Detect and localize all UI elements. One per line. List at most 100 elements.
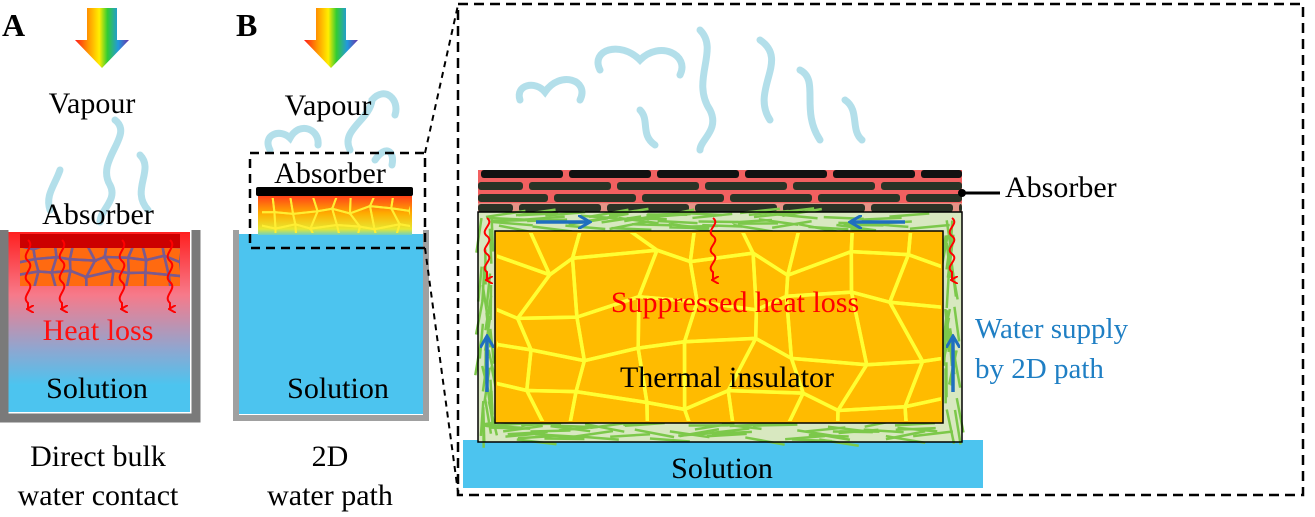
fiber <box>745 436 785 446</box>
detail-frame <box>456 2 1305 497</box>
zoom-connector-lines <box>424 4 459 493</box>
fiber <box>706 432 747 438</box>
absorber-brick <box>519 204 601 212</box>
solution-label-b: Solution <box>287 372 389 405</box>
fiber <box>946 242 954 278</box>
absorber-brick <box>617 182 699 190</box>
panel-b-label: B <box>236 7 257 43</box>
vapour-label: Vapour <box>49 87 136 120</box>
cell-wall <box>888 252 941 309</box>
fiber <box>885 430 926 441</box>
cell-wall <box>335 223 362 233</box>
fiber <box>678 431 719 437</box>
fiber <box>631 223 672 227</box>
fiber <box>492 220 533 227</box>
absorber-brick <box>959 204 962 212</box>
fiber <box>895 426 936 431</box>
absorber-brick <box>906 194 962 202</box>
cell-wall <box>143 271 172 286</box>
absorber-label: Absorber <box>274 157 386 190</box>
cell-wall <box>262 224 277 233</box>
cell-wall <box>682 388 735 421</box>
heat-arrow <box>58 239 65 309</box>
cell-wall <box>787 391 840 421</box>
fiber <box>588 212 629 222</box>
fiber <box>861 216 902 221</box>
absorber-brick <box>705 182 787 190</box>
fiber <box>634 428 675 439</box>
thermal-insulator-block <box>494 230 944 424</box>
fiber <box>505 431 546 438</box>
absorber-brick <box>478 182 523 190</box>
caption-a-line2: water contact <box>18 479 179 512</box>
absorber-label: Absorber <box>42 198 154 231</box>
absorber-brick <box>871 204 953 212</box>
fiber <box>868 222 909 229</box>
heat-arrows <box>483 217 955 280</box>
absorber-brick <box>529 182 611 190</box>
sunlight-arrow-icon <box>304 8 358 68</box>
fiber <box>913 430 954 438</box>
fiber <box>832 430 873 434</box>
absorber-brick <box>478 204 513 212</box>
cell-wall <box>65 269 88 286</box>
water-supply-label-line1: Water supply <box>975 313 1129 345</box>
cell-wall <box>888 300 941 364</box>
cell-wall <box>836 404 908 421</box>
fiber <box>618 216 659 225</box>
solution-label: Solution <box>671 452 773 485</box>
fiber <box>477 266 483 302</box>
fiber <box>488 228 493 264</box>
absorber-brick <box>730 194 812 202</box>
fiber <box>657 219 698 225</box>
absorber-brick <box>921 170 962 178</box>
vapour-wisps-icon <box>264 90 400 169</box>
fiber <box>753 211 794 219</box>
fiber <box>945 409 956 444</box>
cell-wall <box>85 269 115 286</box>
cell-wall <box>373 222 402 233</box>
cell-wall <box>125 271 147 286</box>
solution-bar <box>463 440 983 488</box>
fiber <box>909 223 950 230</box>
fiber <box>797 429 837 438</box>
absorber-layer <box>478 170 962 213</box>
caption-a-line1: Direct bulk <box>30 440 166 473</box>
caption-b-line1: 2D <box>312 440 349 473</box>
water-supply-label-line2: by 2D path <box>975 353 1104 385</box>
fiber <box>711 430 752 436</box>
fiber <box>777 213 818 220</box>
cell-wall <box>524 388 578 421</box>
fiber <box>492 218 533 223</box>
absorber-label: Absorber <box>1005 171 1117 204</box>
fiber <box>610 432 651 438</box>
fiber <box>863 428 904 434</box>
detail-panel: Absorber Solution Suppressed heat loss T… <box>456 2 1305 497</box>
fiber <box>490 216 495 252</box>
thermal-insulator-label: Thermal insulator <box>620 361 834 394</box>
absorber-brick <box>569 170 651 178</box>
cell-wall <box>389 206 410 228</box>
solution-label-a: Solution <box>46 372 148 405</box>
fiber <box>584 422 625 433</box>
suppressed-heat-loss-label: Suppressed heat loss <box>611 286 859 319</box>
water-flow-arrows <box>487 222 953 392</box>
fiber <box>551 424 592 429</box>
sunlight-arrow-icon <box>75 8 129 68</box>
caption-b-line2: water path <box>267 479 393 512</box>
heat-arrow <box>118 239 125 309</box>
cell-wall <box>274 223 297 233</box>
cell-wall <box>395 223 410 233</box>
cell-wall <box>50 269 72 286</box>
vapour-wisps-icon <box>45 116 152 226</box>
absorber-brick <box>478 194 548 202</box>
heat-arrow <box>24 239 31 309</box>
fiber <box>771 220 812 229</box>
fiber <box>573 429 614 439</box>
fiber <box>669 226 710 230</box>
absorber-brick <box>818 194 900 202</box>
fiber <box>489 379 494 415</box>
absorber-brick <box>881 182 962 190</box>
vapour-label: Vapour <box>285 89 372 122</box>
